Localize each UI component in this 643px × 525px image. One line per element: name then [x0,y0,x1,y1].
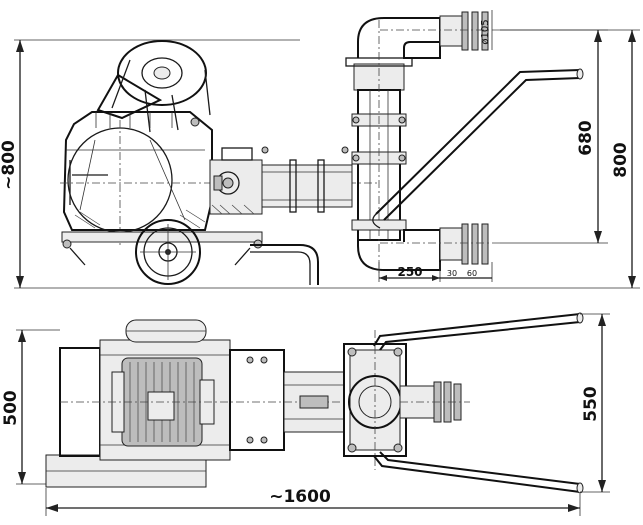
valve-chest-top [343,330,407,470]
dim-label-800: 800 [611,142,631,178]
dim-label-680: 680 [576,120,596,156]
cylinder-assembly-side [209,146,353,215]
outlet-pipe-top [399,381,470,423]
dim-label-side-total: ~800 [0,140,19,190]
dim-label-diameter: ø105 [480,19,491,44]
handle-bar-side [372,68,584,229]
chassis-frame-side [61,231,263,266]
cylinder-block-top [60,349,360,451]
dim-top-500: 500 [1,329,60,485]
pump-housing-side [60,111,380,245]
valve-chest-side [345,20,413,275]
outlet-elbow-upper [357,10,500,59]
dim-side-680: 680 [500,29,608,244]
dim-label-550: 550 [581,386,601,422]
dim-outlet-diameter: ø105 [480,19,491,44]
inlet-elbow-lower [357,223,500,271]
dim-label-250: 250 [397,265,422,279]
dim-label-1600: ~1600 [269,487,331,507]
dim-top-length: ~1600 [45,487,581,516]
handle-lower-top [373,451,584,494]
wheel-side [135,219,201,285]
side-view: ~800 [0,10,640,289]
dim-side-height-total: ~800 [0,39,640,289]
dim-label-30: 30 [447,269,457,278]
dim-side-800: 800 [500,29,640,288]
top-view: 500 [1,312,610,516]
dim-label-60: 60 [467,269,477,278]
dim-label-500: 500 [1,390,21,426]
handle-upper-top [373,312,584,351]
dim-inlet-offsets: 250 30 60 [378,262,493,282]
drain-pipe-side [250,244,319,285]
belt-guard-top [125,319,207,343]
dim-top-550: 550 [580,313,610,493]
belt-guard [96,40,211,133]
